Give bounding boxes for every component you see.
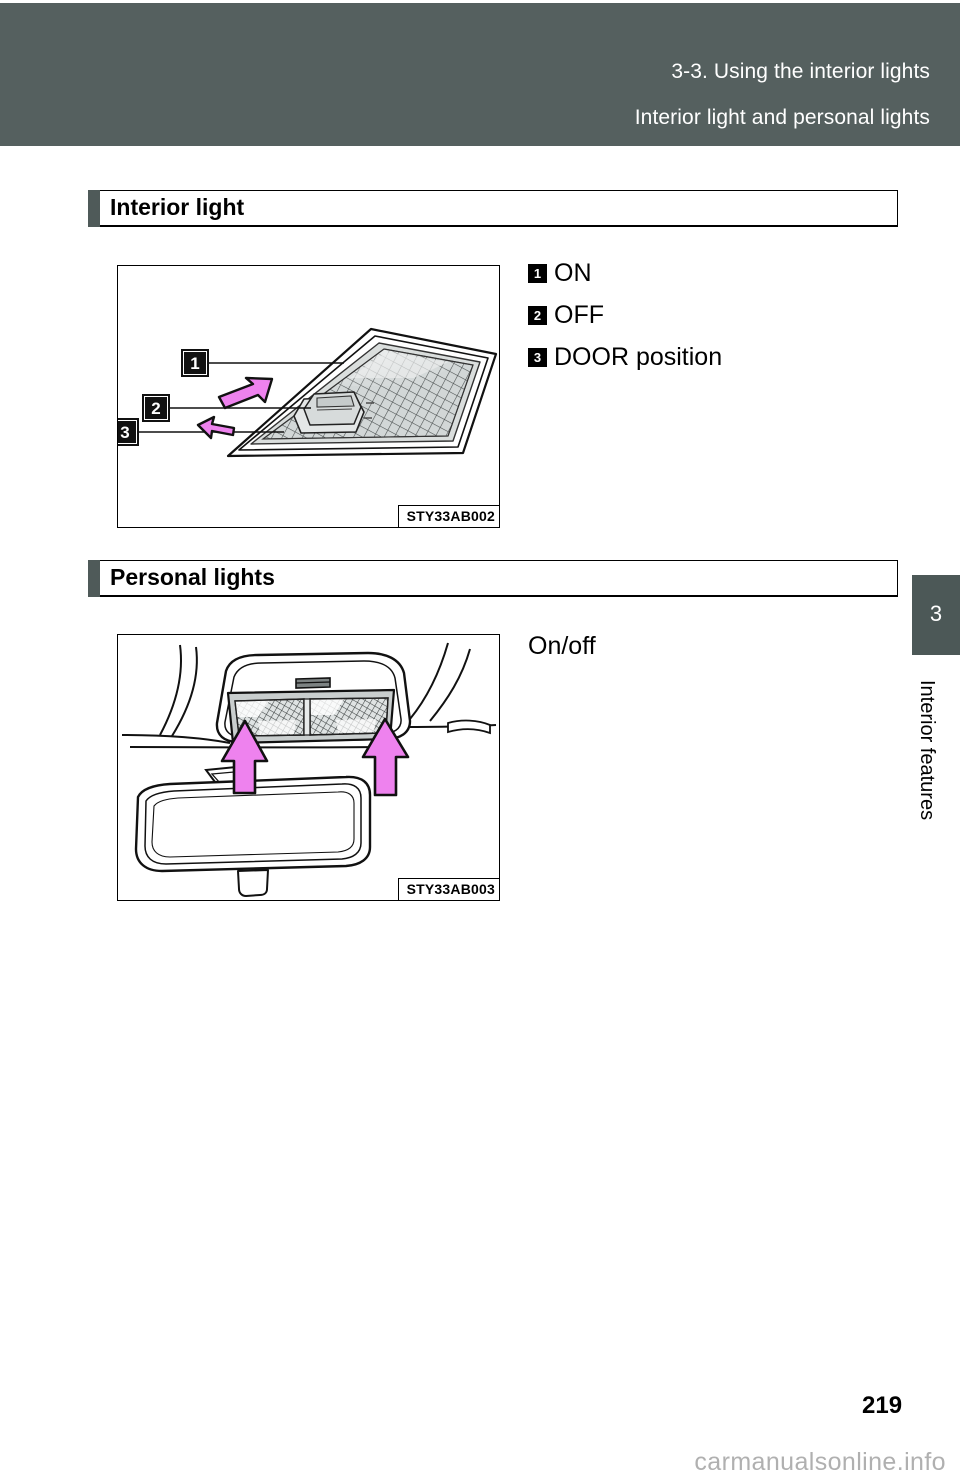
personal-lights-on-off-label: On/off <box>528 632 596 660</box>
heading-body <box>100 190 898 227</box>
callout-badge-3: 3 <box>528 347 547 367</box>
interior-light-callout-list: 1 ON 2 OFF 3 DOOR position <box>528 258 722 384</box>
figure-callout-3: 3 <box>120 423 129 442</box>
figure-caption: STY33AB003 <box>397 878 499 900</box>
figure-caption: STY33AB002 <box>397 505 499 527</box>
callout-label-off: OFF <box>554 300 604 329</box>
chapter-tab-number: 3 <box>929 601 943 626</box>
section-title: Personal lights <box>110 564 275 590</box>
page-number: 219 <box>862 1392 903 1419</box>
page-header-band: 3-3. Using the interior lights Interior … <box>0 3 960 146</box>
chapter-tab: 3 <box>912 575 960 655</box>
header-chapter-title: 3-3. Using the interior lights <box>671 60 930 83</box>
dome-light-illustration: 1 2 3 <box>118 327 498 458</box>
section-heading-interior-light: Interior light <box>88 190 898 227</box>
callout-label-on: ON <box>554 258 592 287</box>
figure-callout-1: 1 <box>190 354 199 373</box>
figure-interior-light: 1 2 3 STY33AB002 <box>117 265 500 528</box>
personal-lights-illustration <box>121 642 497 897</box>
section-title: Interior light <box>110 194 245 220</box>
header-topic-title: Interior light and personal lights <box>634 106 930 129</box>
heading-marker <box>88 560 100 597</box>
callout-item-off: 2 OFF <box>528 300 722 330</box>
callout-label-door: DOOR position <box>554 342 723 371</box>
figure-callout-2: 2 <box>151 399 160 418</box>
figure-personal-lights: STY33AB003 <box>117 634 500 901</box>
callout-badge-2: 2 <box>528 305 547 325</box>
section-heading-personal-lights: Personal lights <box>88 560 898 597</box>
heading-body <box>100 560 898 597</box>
site-watermark: carmanualsonline.info <box>694 1448 946 1476</box>
heading-marker <box>88 190 100 227</box>
callout-item-on: 1 ON <box>528 258 722 288</box>
callout-badge-1: 1 <box>528 263 547 283</box>
callout-item-door: 3 DOOR position <box>528 342 722 372</box>
chapter-tab-label: Interior features <box>916 680 938 821</box>
